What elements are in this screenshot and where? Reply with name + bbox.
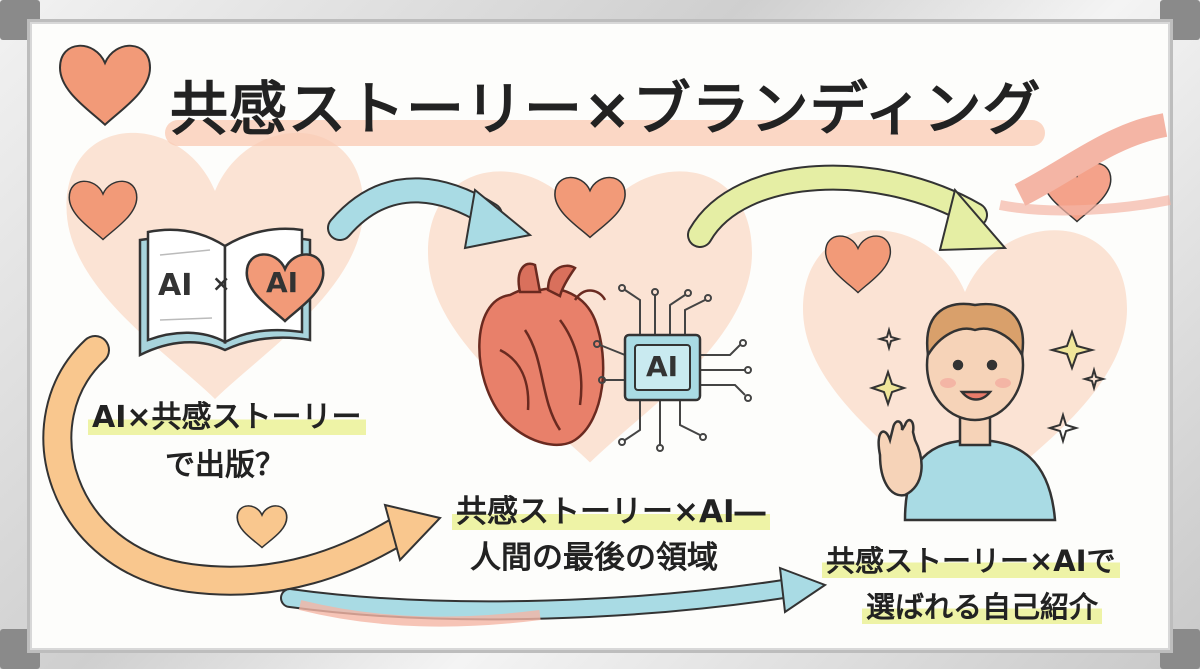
arrow-icon	[42, 335, 442, 596]
arrow-icon	[327, 177, 533, 250]
caption-1-line1-text: AI×共感ストーリー	[88, 400, 366, 435]
caption-1-line1: AI×共感ストーリー	[88, 392, 366, 436]
arrow-icon	[687, 164, 1008, 252]
book-label-times: ×	[212, 272, 231, 297]
caption-2-line2: 人間の最後の領域	[470, 540, 718, 576]
caption-3-line1-text: 共感ストーリー×AIで	[822, 544, 1120, 578]
page-title: 共感ストーリー×ブランディング	[170, 75, 1042, 143]
anatomical-heart-icon	[478, 262, 607, 447]
arrow-icon	[280, 566, 828, 627]
title-highlight	[165, 120, 1045, 146]
book-heart-label: AI	[266, 266, 299, 299]
caption-3-line2: 選ばれる自己紹介	[862, 584, 1103, 626]
caption-2-line1-text: 共感ストーリー×AI―	[452, 494, 770, 530]
ai-chip-icon	[593, 284, 752, 452]
arrow-icon	[999, 113, 1171, 216]
person-waving-icon	[877, 302, 1057, 522]
caption-2-line1: 共感ストーリー×AI―	[452, 486, 770, 531]
caption-1-line2: で出版？	[165, 448, 285, 483]
caption-3-line1: 共感ストーリー×AIで	[822, 538, 1120, 580]
heart-icon	[59, 44, 151, 126]
book-label-ai: AI	[158, 268, 193, 303]
book-icon	[138, 227, 325, 358]
sparkle-icon	[868, 326, 1107, 445]
chip-label: AI	[646, 350, 679, 383]
caption-3-line2-text: 選ばれる自己紹介	[862, 590, 1103, 624]
